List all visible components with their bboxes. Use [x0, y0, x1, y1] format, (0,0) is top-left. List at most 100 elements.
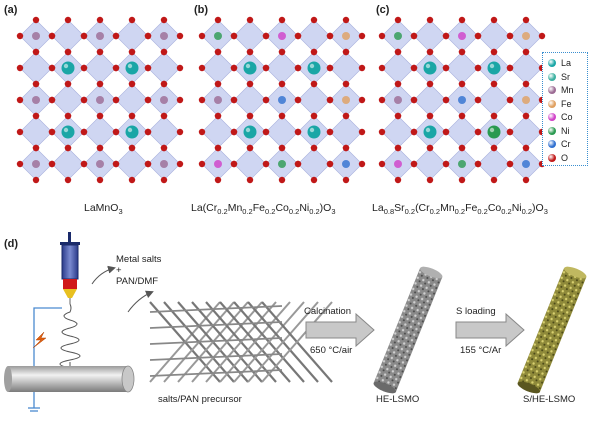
atom-highlight: [127, 63, 133, 69]
oxygen-atom: [490, 16, 498, 24]
label-calcination: Calcination: [304, 306, 351, 317]
oxygen-atom: [230, 128, 238, 136]
octahedron: [83, 51, 117, 85]
oxygen-atom: [474, 160, 482, 168]
oxygen-atom: [442, 32, 450, 40]
label-s-loading-condition: 155 °C/Ar: [460, 345, 502, 356]
octahedron: [445, 51, 479, 85]
b-site-atom: [96, 32, 104, 40]
legend-label: Ni: [561, 125, 570, 136]
atom-highlight: [245, 127, 251, 133]
octahedron: [19, 115, 53, 149]
oxygen-atom: [214, 144, 222, 152]
b-site-atom: [96, 160, 104, 168]
oxygen-atom: [32, 80, 40, 88]
oxygen-atom: [278, 112, 286, 120]
oxygen-atom: [48, 128, 56, 136]
oxygen-atom: [294, 32, 302, 40]
oxygen-atom: [326, 128, 334, 136]
octahedron: [265, 51, 299, 85]
oxygen-atom: [310, 144, 318, 152]
oxygen-atom: [326, 64, 334, 72]
legend-label: Fe: [561, 98, 572, 109]
oxygen-atom: [80, 96, 88, 104]
oxygen-atom: [310, 16, 318, 24]
octahedron: [115, 147, 149, 181]
octahedron: [201, 115, 235, 149]
oxygen-atom: [310, 80, 318, 88]
oxygen-atom: [326, 96, 334, 104]
oxygen-atom: [64, 144, 72, 152]
label-he-lsmo: HE-LSMO: [376, 394, 420, 405]
oxygen-atom: [262, 96, 270, 104]
oxygen-atom: [246, 48, 254, 56]
oxygen-atom: [294, 128, 302, 136]
fiber: [149, 337, 283, 345]
oxygen-atom: [112, 32, 120, 40]
oxygen-atom: [160, 80, 168, 88]
b-site-atom: [160, 160, 168, 168]
oxygen-atom: [16, 64, 24, 72]
oxygen-atom: [214, 16, 222, 24]
oxygen-atom: [144, 96, 152, 104]
atom-highlight: [63, 127, 69, 133]
oxygen-atom: [310, 112, 318, 120]
oxygen-atom: [144, 160, 152, 168]
oxygen-atom: [458, 144, 466, 152]
oxygen-atom: [198, 64, 206, 72]
octahedron: [297, 147, 331, 181]
legend-label: Cr: [561, 139, 571, 149]
high-voltage-icon: [32, 331, 47, 349]
oxygen-atom: [378, 160, 386, 168]
oxygen-atom: [112, 96, 120, 104]
legend-item-co: Co: [548, 111, 573, 123]
b-site-atom: [342, 96, 350, 104]
atom-highlight: [245, 63, 251, 69]
legend-label: Co: [561, 112, 573, 122]
oxygen-atom: [262, 32, 270, 40]
formula-sr-doped: La0.8Sr0.2(Cr0.2Mn0.2Fe0.2Co0.2Ni0.2)O3: [372, 202, 548, 217]
oxygen-atom: [230, 64, 238, 72]
octahedron: [51, 147, 85, 181]
oxygen-atom: [342, 16, 350, 24]
oxygen-atom: [310, 48, 318, 56]
a-site-atom: [61, 125, 75, 139]
atom-highlight: [425, 63, 431, 69]
oxygen-atom: [144, 64, 152, 72]
oxygen-atom: [176, 96, 184, 104]
crystal-structures: [16, 16, 546, 184]
octahedron: [233, 19, 267, 53]
octahedron: [381, 115, 415, 149]
oxygen-atom: [378, 128, 386, 136]
oxygen-atom: [506, 128, 514, 136]
oxygen-atom: [262, 64, 270, 72]
legend-swatch: [548, 72, 556, 81]
oxygen-atom: [442, 96, 450, 104]
oxygen-atom: [32, 176, 40, 184]
b-site-atom: [394, 32, 402, 40]
oxygen-atom: [96, 112, 104, 120]
oxygen-atom: [80, 32, 88, 40]
fiber: [149, 353, 283, 361]
octahedron: [233, 83, 267, 117]
octahedron: [297, 19, 331, 53]
oxygen-atom: [506, 32, 514, 40]
oxygen-atom: [278, 176, 286, 184]
octahedron: [509, 51, 543, 85]
oxygen-atom: [490, 80, 498, 88]
b-site-atom: [160, 32, 168, 40]
formula-high-entropy: La(Cr0.2Mn0.2Fe0.2Co0.2Ni0.2)O3: [191, 202, 336, 217]
legend-label: Sr: [561, 71, 570, 82]
oxygen-atom: [96, 144, 104, 152]
oxygen-atom: [80, 160, 88, 168]
oxygen-atom: [16, 160, 24, 168]
oxygen-atom: [246, 176, 254, 184]
oxygen-atom: [96, 16, 104, 24]
fiber: [261, 301, 333, 383]
oxygen-atom: [128, 80, 136, 88]
oxygen-atom: [458, 16, 466, 24]
oxygen-atom: [426, 112, 434, 120]
oxygen-atom: [522, 112, 530, 120]
a-site-atom: [423, 61, 437, 75]
b-site-atom: [278, 32, 286, 40]
